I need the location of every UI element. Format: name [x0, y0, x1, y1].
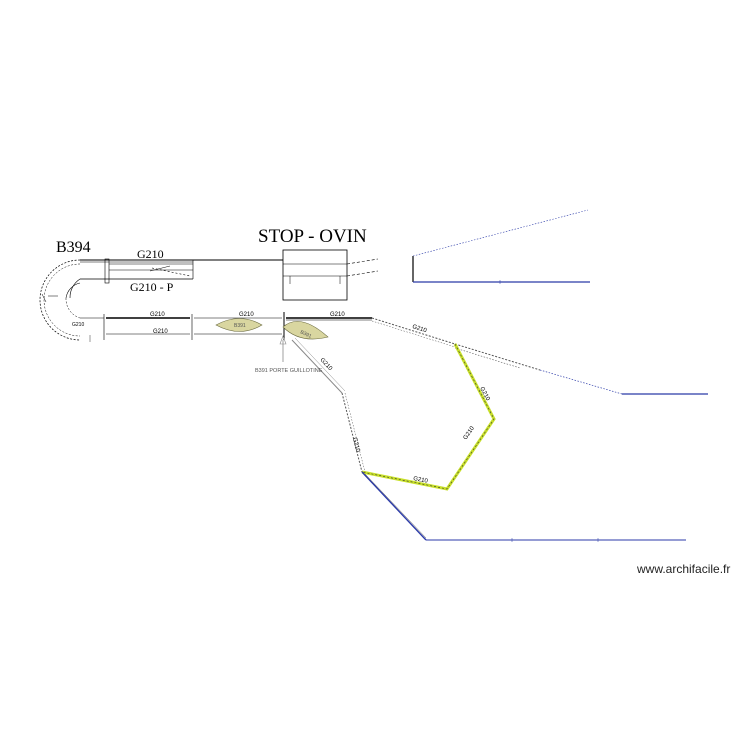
lower-diagonal-fence[interactable]: [291, 337, 686, 542]
label-leaf-2: B391: [299, 329, 312, 339]
label-g210-p: G210 - P: [130, 280, 174, 294]
label-g210-center: G210: [463, 425, 477, 441]
gate-leaf-left[interactable]: [215, 318, 263, 332]
blue-fence-top-right[interactable]: [412, 209, 590, 284]
b394-curve[interactable]: [39, 259, 81, 341]
middle-corridor[interactable]: [80, 312, 372, 342]
label-b394: B394: [56, 239, 91, 256]
label-g210-mid2: G210: [153, 329, 168, 335]
yellow-pen[interactable]: [361, 343, 496, 491]
label-g210-bottom: G210: [413, 476, 429, 485]
label-g210-pen-left: G210: [239, 312, 254, 318]
label-g210-mid: G210: [150, 312, 165, 318]
label-leaf-1: B391: [234, 323, 246, 329]
stop-ovin-box[interactable]: [282, 249, 379, 301]
label-g210-right: G210: [411, 324, 427, 334]
label-b391-porte: B391 PORTE GUILLOTINE: [255, 368, 323, 374]
gate-leaf-right[interactable]: [282, 321, 329, 340]
label-g210-lower-left: G210: [351, 437, 361, 453]
b391-arrow: [279, 335, 287, 362]
top-corridor[interactable]: [80, 258, 283, 284]
watermark[interactable]: www.archifacile.fr: [636, 562, 730, 576]
label-g210-left-small: G210: [72, 322, 84, 328]
label-g210-top: G210: [137, 247, 164, 261]
dashed-fence-right[interactable]: [371, 317, 708, 395]
label-stop-ovin: STOP - OVIN: [258, 226, 367, 247]
label-g210-after-gate: G210: [330, 312, 345, 318]
